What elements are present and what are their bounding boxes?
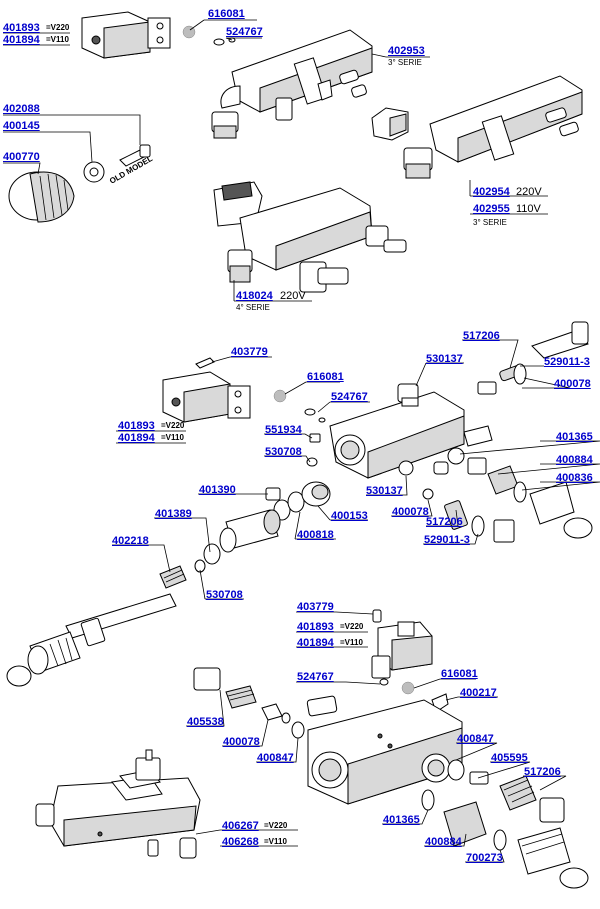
voltage-suffix-220: =V220: [161, 421, 185, 430]
valve-body-a2-drawing: [371, 75, 583, 179]
part-402955[interactable]: 402955: [473, 203, 510, 215]
part-530137[interactable]: 530137: [366, 485, 403, 497]
voltage-suffix-220: =V220: [340, 622, 364, 631]
series-note: 4° SERIE: [236, 303, 270, 312]
part-400818[interactable]: 400818: [297, 529, 334, 541]
part-529011-3[interactable]: 529011-3: [544, 356, 590, 368]
part-616081[interactable]: 616081: [208, 8, 245, 20]
part-400078[interactable]: 400078: [223, 736, 260, 748]
voltage-suffix-220: =V220: [46, 23, 70, 32]
part-400217[interactable]: 400217: [460, 687, 497, 699]
voltage-suffix-110: =V110: [46, 35, 69, 44]
part-524767[interactable]: 524767: [297, 671, 334, 683]
part-530708[interactable]: 530708: [206, 589, 243, 601]
part-401893[interactable]: 401893: [3, 22, 40, 34]
valve-body-a3-drawing: [213, 181, 407, 293]
part-616081[interactable]: 616081: [441, 668, 478, 680]
valve-body-c2-drawing: [35, 749, 201, 859]
part-402954[interactable]: 402954: [473, 186, 510, 198]
valve-body-a1-drawing: [211, 29, 373, 139]
part-400884[interactable]: 400884: [556, 454, 593, 466]
part-401894[interactable]: 401894: [3, 34, 40, 46]
part-402953[interactable]: 402953: [388, 45, 425, 57]
part-400884[interactable]: 400884: [425, 836, 462, 848]
part-406267[interactable]: 406267: [222, 820, 259, 832]
knob-drawing: [8, 144, 151, 223]
part-401365[interactable]: 401365: [383, 814, 420, 826]
valve-body-c-drawing: [307, 699, 463, 805]
part-529011-3[interactable]: 529011-3: [424, 534, 470, 546]
part-402088[interactable]: 402088: [3, 103, 40, 115]
part-418024[interactable]: 418024: [236, 290, 273, 302]
part-401365[interactable]: 401365: [556, 431, 593, 443]
voltage-suffix-220: =V220: [264, 821, 288, 830]
voltage-220v: 220V: [280, 290, 306, 302]
solenoid-coil-a-drawing: [81, 11, 171, 59]
part-524767[interactable]: 524767: [331, 391, 368, 403]
long-shaft-drawing: [6, 593, 177, 687]
part-405538[interactable]: 405538: [187, 716, 224, 728]
part-400836[interactable]: 400836: [556, 472, 593, 484]
part-401893[interactable]: 401893: [297, 621, 334, 633]
part-400145[interactable]: 400145: [3, 120, 40, 132]
series-note: 3° SERIE: [388, 58, 422, 67]
part-524767[interactable]: 524767: [226, 26, 263, 38]
part-400078[interactable]: 400078: [392, 506, 429, 518]
voltage-220v: 220V: [516, 186, 542, 198]
valve-body-b-drawing: [329, 383, 493, 479]
series-note: 3° SERIE: [473, 218, 507, 227]
part-403779[interactable]: 403779: [231, 346, 268, 358]
part-530708[interactable]: 530708: [265, 446, 302, 458]
voltage-suffix-110: =V110: [161, 433, 184, 442]
part-401389[interactable]: 401389: [155, 508, 192, 520]
solenoid-coil-b-drawing: [162, 357, 251, 423]
part-517206[interactable]: 517206: [524, 766, 561, 778]
part-406268[interactable]: 406268: [222, 836, 259, 848]
part-400153[interactable]: 400153: [331, 510, 368, 522]
part-401893[interactable]: 401893: [118, 420, 155, 432]
part-551934[interactable]: 551934: [265, 424, 302, 436]
voltage-110v: 110V: [516, 203, 541, 215]
voltage-suffix-110: =V110: [264, 837, 287, 846]
part-400847[interactable]: 400847: [457, 733, 494, 745]
part-402218[interactable]: 402218: [112, 535, 149, 547]
voltage-suffix-110: =V110: [340, 638, 363, 647]
solenoid-coil-c-drawing: [371, 621, 433, 679]
part-517206[interactable]: 517206: [426, 516, 463, 528]
part-700273[interactable]: 700273: [466, 852, 503, 864]
part-616081[interactable]: 616081: [307, 371, 344, 383]
part-400770[interactable]: 400770: [3, 151, 40, 163]
part-403779[interactable]: 403779: [297, 601, 334, 613]
part-517206[interactable]: 517206: [463, 330, 500, 342]
part-400847[interactable]: 400847: [257, 752, 294, 764]
part-400078[interactable]: 400078: [554, 378, 591, 390]
part-530137[interactable]: 530137: [426, 353, 463, 365]
part-405595[interactable]: 405595: [491, 752, 528, 764]
part-401894[interactable]: 401894: [297, 637, 334, 649]
part-401390[interactable]: 401390: [199, 484, 236, 496]
part-401894[interactable]: 401894: [118, 432, 155, 444]
